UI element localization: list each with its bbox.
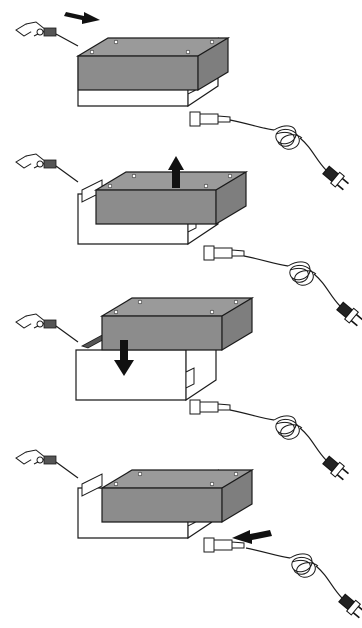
arrow-right-icon	[64, 12, 100, 24]
step-2	[15, 153, 362, 329]
arrow-up-icon	[168, 156, 184, 188]
step-4	[15, 449, 362, 621]
arrow-left-icon	[232, 530, 272, 544]
step-3	[15, 297, 352, 483]
step-1	[15, 12, 352, 193]
arrow-down-icon	[114, 340, 134, 376]
